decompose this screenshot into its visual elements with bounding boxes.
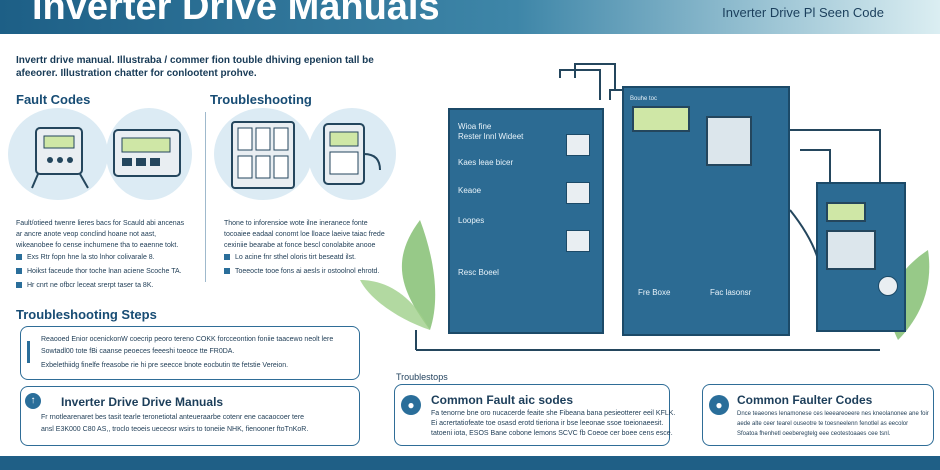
common-fault-line: tatoeni iota, ESOS Bane cobone lemons SC…	[431, 430, 673, 437]
display-unit-icon	[113, 129, 181, 177]
cabinet-label: Fre Boxe	[638, 288, 671, 297]
display-screen	[826, 202, 866, 222]
dial-icon	[878, 276, 898, 296]
common-faulter-line: Sfoatoa fhenhetl oeeberegtelg eee ceotes…	[737, 431, 891, 437]
breaker-panel-icon	[231, 121, 295, 189]
troubleshooting-title: Troubleshooting	[210, 92, 312, 107]
keypad	[706, 116, 752, 166]
bullet-icon	[16, 268, 22, 275]
device-illustration-4	[308, 108, 396, 200]
common-faulter-line: Dnce teaeones lenamonese ces leeeareoeer…	[737, 411, 929, 417]
manuals-line: Fr rnotlearenaret bes tasit tearle teron…	[41, 414, 305, 421]
cabinet-label: Keaoe	[458, 186, 482, 195]
arrow-up-icon: ↑	[25, 393, 41, 409]
cabinet-label: Kaes leae bicer	[458, 158, 514, 167]
cabinet-label: Loopes	[458, 216, 485, 225]
fault-codes-title: Fault Codes	[16, 92, 91, 107]
bullet-icon	[16, 254, 22, 261]
bullet-icon	[16, 282, 22, 289]
controller-icon	[323, 123, 381, 185]
indicator-panel	[566, 230, 590, 252]
device-illustration-2	[106, 108, 192, 200]
fault-codes-text: Fault/otieed twenre lieres bacs for Scau…	[16, 220, 185, 249]
right-cabinet	[816, 182, 906, 332]
troubleshooting-bullet: Toeeocte tooe fons ai aesls ir ostoolnol…	[224, 268, 379, 275]
fault-bullet: Hr cnrt ne ofbcr leceat srerpt taser ta …	[16, 282, 153, 289]
cabinet-label: Resc Boeel	[458, 268, 499, 277]
step-line: Sowtadl00 tote fBi caanse peoeces feeesh…	[41, 348, 235, 355]
cabinet-label: Fac lasonsr	[710, 288, 752, 297]
step-line: Exbelethiidg finelfe freasobe rie hi pre…	[41, 362, 289, 369]
bullet-icon	[224, 268, 230, 275]
cabinet-small-label: Bouhe toc	[630, 96, 658, 102]
common-fault-title: Common Fault aic sodes	[431, 393, 574, 407]
lightbulb-icon: ●	[709, 395, 729, 415]
cabinet-label: Wioa fine	[458, 122, 492, 131]
troubleshooting-text: Thone to inforensioe wote ilne ineranece…	[224, 220, 385, 249]
footer-bar	[0, 456, 940, 470]
steps-accent	[27, 341, 30, 363]
cabinet-label: Rester lnnl Wideet	[458, 132, 524, 141]
fault-bullet: Hoikst faceude thor toche lnan aciene Sc…	[16, 268, 182, 275]
troublestops-label: Troublestops	[396, 372, 448, 382]
display-screen	[632, 106, 690, 132]
indicator-panel	[566, 182, 590, 204]
section-divider	[205, 112, 206, 282]
device-illustration-1	[8, 108, 108, 200]
indicator-panel	[566, 134, 590, 156]
bullet-icon	[224, 254, 230, 261]
common-faulter-line: aede alte ceer tearel ouseotre te toesne…	[737, 421, 909, 427]
common-faulter-title: Common Faulter Codes	[737, 393, 873, 407]
device-illustration-3	[214, 108, 312, 200]
leaf-icon	[360, 220, 436, 330]
manuals-line: ansl E3K000 C80 AS,, troclo teoeis ueceo…	[41, 426, 309, 433]
page-title: Inverter Drive Manuals	[32, 0, 440, 28]
fault-bullet: Exs Rtr fopn hne la sto lnhor colivarale…	[16, 254, 155, 261]
center-cabinet: Bouhe toc Fre Boxe Fac lasonsr	[622, 86, 790, 336]
common-fault-line: Fa tenorne bne oro nucacerde feaite she …	[431, 410, 676, 417]
meter-icon	[31, 127, 89, 189]
left-cabinet: Wioa fine Rester lnnl Wideet Kaes leae b…	[448, 108, 604, 334]
common-fault-box: ● Common Fault aic sodes Fa tenorne bne …	[394, 384, 675, 446]
common-fault-line: Ei acrertatiofeate toe osasd erotd tieri…	[431, 420, 664, 427]
manuals-box-title: Inverter Drive Drive Manuals	[61, 395, 224, 409]
header-bar: Inverter Drive Manuals Inverter Drive Pl…	[0, 0, 940, 34]
troubleshooting-bullet: Lo acine fnr sthel oloris tirt beseatd i…	[224, 254, 356, 261]
manuals-box: ↑ Inverter Drive Drive Manuals Fr rnotle…	[20, 386, 360, 446]
troubleshooting-steps-title: Troubleshooting Steps	[16, 307, 157, 322]
header-subtitle: Inverter Drive Pl Seen Code	[722, 5, 884, 20]
step-line: Reaooed Enior ocenickonW coecrip peoro t…	[41, 336, 334, 343]
lightbulb-icon: ●	[401, 395, 421, 415]
keypad	[826, 230, 876, 270]
intro-text: Invertr drive manual. Illustraba / comme…	[16, 55, 374, 79]
common-faulter-box: ● Common Faulter Codes Dnce teaeones len…	[702, 384, 934, 446]
steps-box: Reaooed Enior ocenickonW coecrip peoro t…	[20, 326, 360, 380]
